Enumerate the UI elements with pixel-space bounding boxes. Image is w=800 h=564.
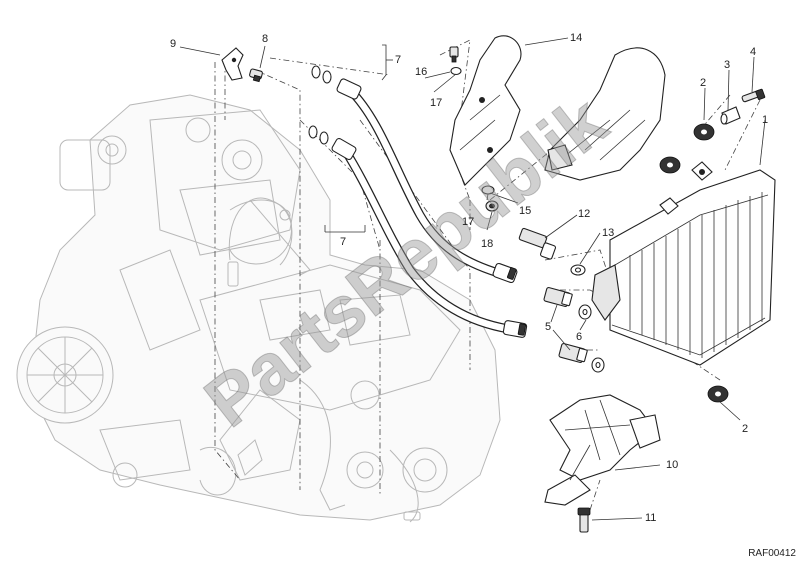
sealing-washer-6-upper [578,304,592,320]
leader-lines [214,39,761,511]
engine-outline [29,94,501,521]
callout-7-top: 7 [395,54,401,66]
callout-9: 9 [170,38,176,50]
callout-6: 6 [576,331,582,343]
union-fitting-12 [518,227,557,260]
callout-16: 16 [415,66,427,78]
right-cover [544,47,666,181]
sealing-washer-6-lower [591,357,605,373]
screw-11 [577,507,591,533]
oil-hose-lower [331,137,528,338]
oil-hose-upper [336,78,518,284]
callout-17-lower: 17 [462,216,474,228]
callout-18: 18 [481,238,493,250]
callout-11: 11 [645,512,656,524]
callout-7-bottom: 7 [340,236,346,248]
callout-2-bottom: 2 [742,423,748,435]
washer-17-top [450,66,462,76]
clip-screw [249,68,263,83]
oil-cooler [591,161,776,366]
screw-4 [741,88,766,103]
union-fitting-5-lower [558,343,588,363]
engine-side-cover [16,326,114,424]
screw-16 [449,46,459,63]
callout-12: 12 [578,208,590,220]
callout-7-brackets [324,44,393,233]
spacer-3 [720,106,741,125]
union-fitting-5-upper [543,287,573,307]
rubber-grommet-top-2 [659,156,681,174]
left-cover [449,35,522,186]
engine-sensor-cable [227,197,421,523]
callout-8: 8 [262,33,268,45]
sealing-washer-13 [570,264,586,276]
callout-4: 4 [750,46,756,58]
hose-clip [221,47,244,81]
rubber-grommet-top-1 [693,123,715,141]
sealing-washers-upper [311,65,332,84]
callout-10: 10 [666,459,678,471]
drawing-code: RAF00412 [748,548,796,559]
callout-labels: 1 2 2 3 4 5 6 7 7 8 9 10 11 12 13 14 15 … [170,32,768,524]
callout-3: 3 [724,59,730,71]
callout-2-top: 2 [700,77,706,89]
spacer-18 [485,200,499,212]
cooler-bracket [544,394,661,506]
callout-14: 14 [570,32,582,44]
callout-15: 15 [519,205,531,217]
callout-5: 5 [545,321,551,333]
callout-17-top: 17 [430,97,442,109]
callout-1: 1 [762,114,768,126]
rubber-grommet-bottom [707,385,729,403]
callout-13: 13 [602,227,614,239]
callout-leaders [179,37,766,521]
sealing-washers-lower [308,125,329,145]
